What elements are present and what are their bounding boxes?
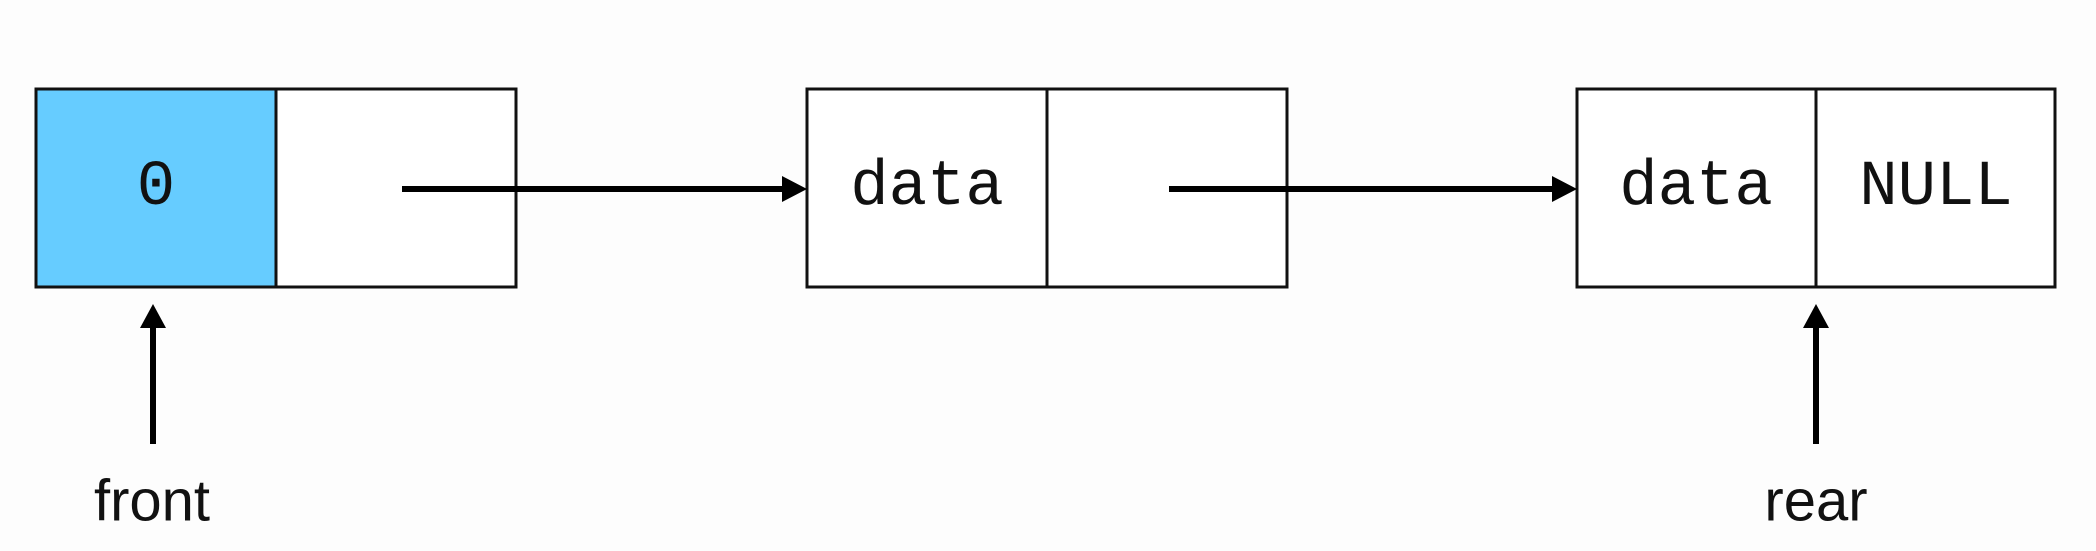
node-2-next-cell xyxy=(1814,87,2057,289)
node-2-next-text: NULL xyxy=(1859,152,2013,224)
node-1-data-text: data xyxy=(850,152,1004,224)
node-1: data xyxy=(805,87,1289,289)
link-arrow-0-to-1 xyxy=(402,176,807,202)
node-0-data-cell xyxy=(34,87,278,289)
link-arrow-1-to-2 xyxy=(1169,176,1577,202)
node-2: data NULL xyxy=(1575,87,2057,289)
rear-pointer-label: rear xyxy=(1764,469,1867,534)
rear-pointer-head xyxy=(1803,304,1829,328)
front-pointer-head xyxy=(140,304,166,328)
rear-pointer: rear xyxy=(1764,304,1868,534)
front-pointer: front xyxy=(94,304,210,534)
node-0: 0 xyxy=(34,87,518,289)
link-arrow-0-to-1-head xyxy=(782,176,807,202)
front-pointer-label: front xyxy=(94,469,210,534)
node-2-data-cell xyxy=(1575,87,1818,289)
node-2-data-text: data xyxy=(1619,152,1773,224)
node-1-data-cell xyxy=(805,87,1049,289)
node-0-data-text: 0 xyxy=(137,152,175,224)
link-arrow-1-to-2-head xyxy=(1552,176,1577,202)
